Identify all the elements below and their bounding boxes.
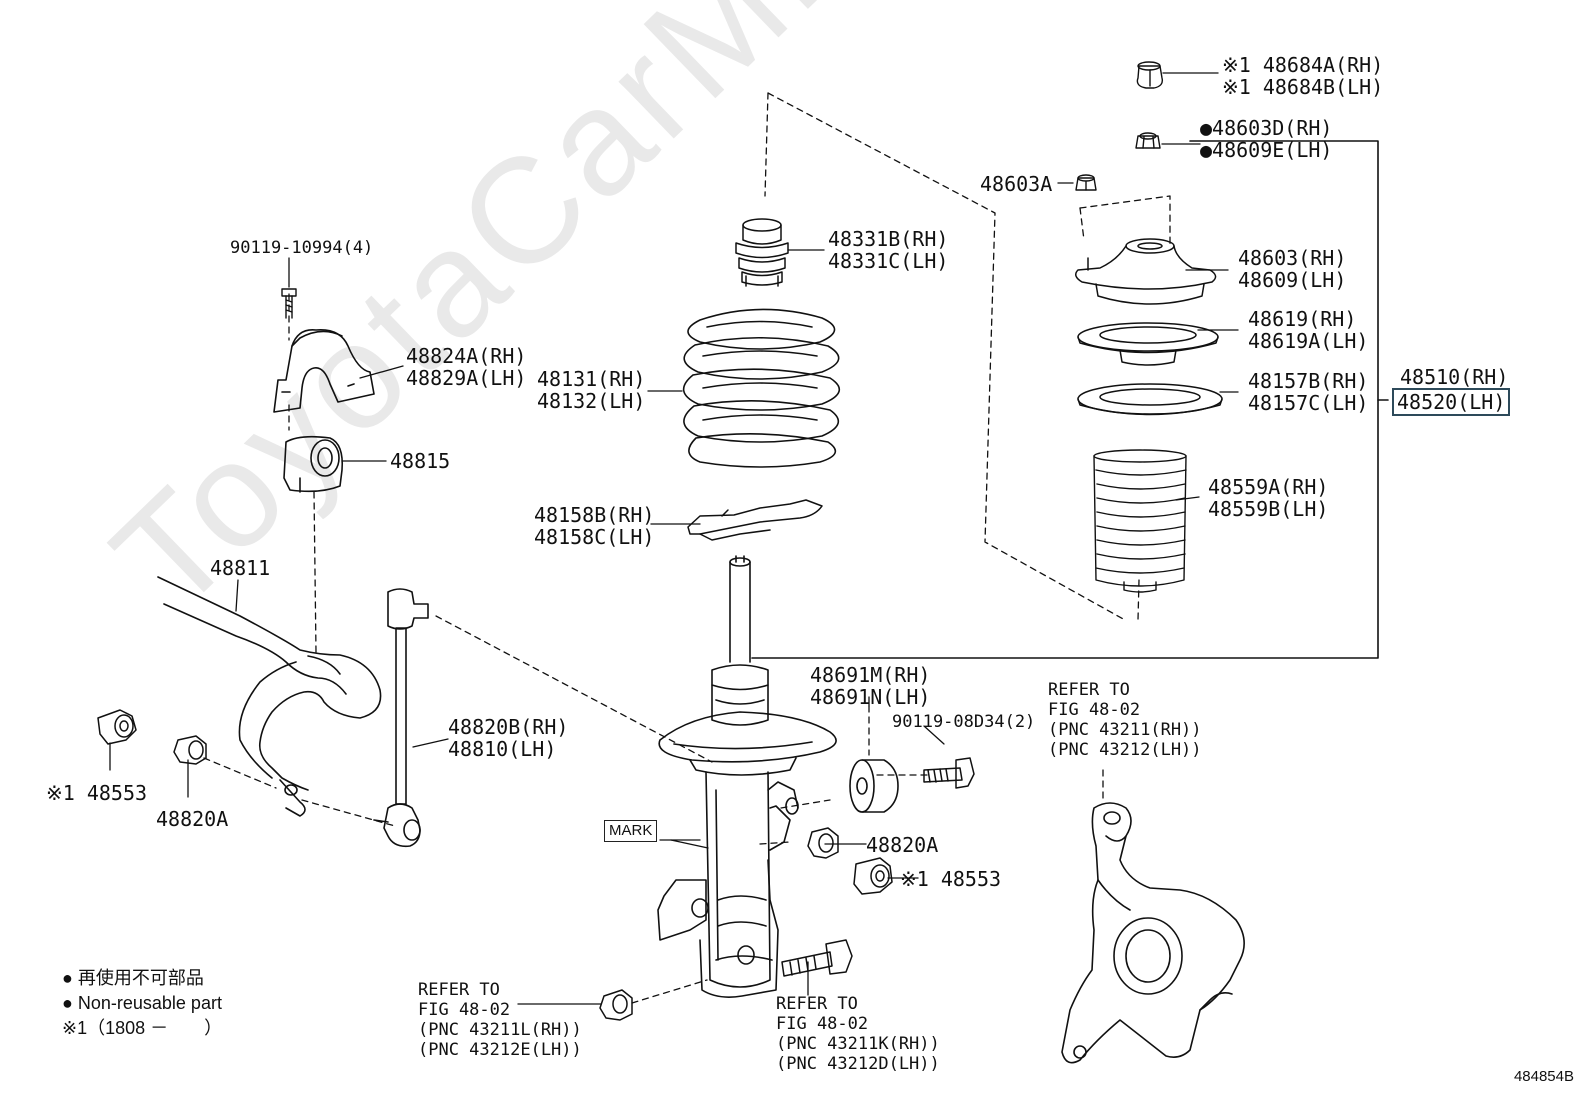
label-48820A-left: 48820A [156, 807, 229, 831]
bolt-90119-10994 [281, 288, 297, 319]
label-48619: 48619(RH)48619A(LH) [1248, 307, 1369, 353]
nut-48820A-left [173, 735, 207, 765]
dashed-assembly-lines [203, 92, 1171, 1004]
bolt-90119-08D34 [923, 757, 975, 789]
label-48603: 48603(RH)48609(LH) [1238, 246, 1347, 292]
stabilizer-bar-48811 [157, 576, 382, 817]
nut-lower [599, 989, 633, 1021]
stabilizer-link-48820B [373, 588, 429, 848]
label-48691: 48691M(RH)48691N(LH) [810, 663, 931, 709]
cap-48684 [1136, 61, 1164, 89]
label-48157: 48157B(RH)48157C(LH) [1248, 369, 1369, 415]
mark-label: MARK [604, 820, 658, 842]
label-48603D: ●48603D(RH)●48609E(LH) [1200, 116, 1333, 162]
insulator-48157 [1077, 383, 1223, 416]
label-48520-lh-highlighted[interactable]: 48520(LH) [1392, 388, 1511, 416]
legend-line-date-range: ※1（1808 － ） [62, 1018, 223, 1038]
nut-48553-right [853, 857, 893, 895]
label-48824: 48824A(RH)48829A(LH) [406, 344, 527, 390]
label-48815: 48815 [390, 449, 451, 473]
label-48510-rh: 48510(RH) [1400, 365, 1509, 389]
pad-48691 [849, 759, 899, 813]
nut-48603D [1135, 132, 1161, 149]
label-48510: 48510(RH) 48520(LH) [1392, 366, 1514, 416]
label-48559: 48559A(RH)48559B(LH) [1208, 475, 1329, 521]
support-48603 [1075, 238, 1217, 305]
label-48684: ※1 48684A(RH)※1 48684B(LH) [1222, 53, 1384, 99]
label-48603A: 48603A [980, 172, 1053, 196]
bracket-48824 [273, 329, 375, 413]
legend-line-non-reusable: ● Non-reusable part [62, 993, 222, 1013]
bushing-48815 [283, 435, 344, 493]
label-48158: 48158B(RH)48158C(LH) [534, 503, 655, 549]
assembly-bracket [751, 140, 1389, 659]
lower-insulator-48158 [687, 499, 823, 541]
label-48820A-right: 48820A [866, 833, 939, 857]
boot-48559 [1093, 449, 1187, 593]
nut-48553-left [97, 709, 137, 745]
label-48131: 48131(RH)48132(LH) [537, 367, 646, 413]
bolt-lower [781, 939, 853, 977]
figure-id: 484854B [1513, 1068, 1574, 1085]
label-90119-08D34: 90119-08D34(2) [892, 712, 1036, 732]
label-48553-left: ※1 48553 [46, 781, 148, 805]
bump-stop-48331 [735, 218, 789, 287]
nut-48603A [1075, 174, 1097, 191]
legend: ● 再使用不可部品 ● Non-reusable part ※1（1808 － … [62, 966, 222, 1041]
bearing-48619 [1077, 322, 1219, 366]
strut-assembly [657, 555, 837, 998]
coil-spring-48131 [682, 308, 840, 468]
label-48820B: 48820B(RH)48810(LH) [448, 715, 569, 761]
nut-48820A-right [807, 827, 839, 859]
label-48331: 48331B(RH)48331C(LH) [828, 227, 949, 273]
label-48811: 48811 [210, 556, 271, 580]
label-48553-right: ※1 48553 [900, 867, 1002, 891]
leader-lines [109, 72, 1239, 1005]
label-90119-10994: 90119-10994(4) [230, 238, 374, 258]
steering-knuckle [1061, 802, 1245, 1064]
legend-line-japanese: ● 再使用不可部品 [62, 968, 204, 988]
